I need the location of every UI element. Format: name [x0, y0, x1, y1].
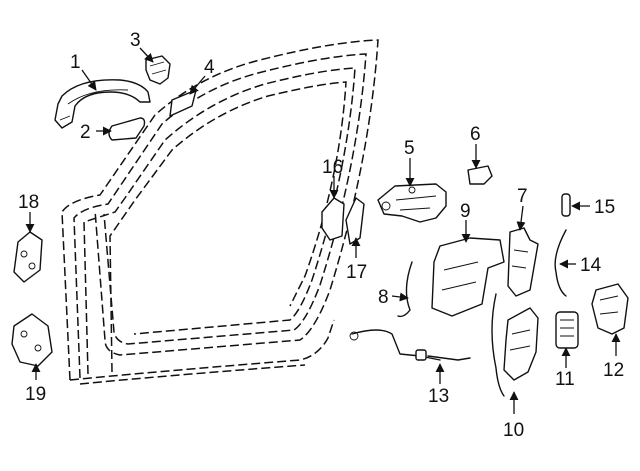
- outside-door-handle-part: [54, 79, 151, 129]
- callout-2: 2: [80, 122, 91, 143]
- callout-15: 15: [594, 197, 615, 218]
- upper-hinge-part: [13, 231, 43, 283]
- callout-1: 1: [70, 52, 81, 73]
- callout-13: 13: [428, 386, 449, 407]
- callout-10: 10: [503, 420, 524, 441]
- callout-labels: 1 2 3 4 5 6 7 8 9 10 11 12 13 14 15 16 1…: [18, 30, 624, 441]
- pin-part: [561, 193, 571, 217]
- lock-actuator-part: [591, 283, 629, 335]
- callout-19: 19: [25, 384, 46, 405]
- rod-part: [397, 261, 413, 318]
- leader-arrows: [25, 47, 621, 414]
- lower-hinge-part: [11, 313, 53, 367]
- lock-actuator-bracket-part: [377, 183, 447, 223]
- lock-rod-part: [554, 229, 567, 297]
- door-frame-outline: [61, 39, 379, 385]
- callout-3: 3: [130, 30, 141, 51]
- callout-12: 12: [603, 360, 624, 381]
- callout-14: 14: [580, 255, 602, 276]
- lock-rod-guide-part: [507, 227, 539, 297]
- bracket-16-part: [321, 197, 345, 241]
- handle-bracket-part: [145, 55, 171, 85]
- callout-11: 11: [555, 369, 575, 390]
- callout-8: 8: [378, 287, 389, 308]
- clip-bracket-part: [467, 165, 493, 185]
- callout-4: 4: [204, 57, 215, 78]
- bracket-17-part: [345, 197, 365, 245]
- callout-17: 17: [346, 262, 367, 283]
- callout-9: 9: [460, 201, 471, 222]
- callout-6: 6: [470, 124, 481, 145]
- switch-module-part: [555, 311, 579, 349]
- cable-assembly-part: [349, 329, 471, 361]
- trim-plate-part: [169, 89, 197, 117]
- callout-7: 7: [517, 186, 528, 207]
- callout-16: 16: [322, 157, 343, 178]
- callout-18: 18: [18, 192, 39, 213]
- door-latch-assembly-part: [491, 293, 539, 397]
- callout-5: 5: [404, 138, 415, 159]
- latch-housing-part: [431, 237, 505, 317]
